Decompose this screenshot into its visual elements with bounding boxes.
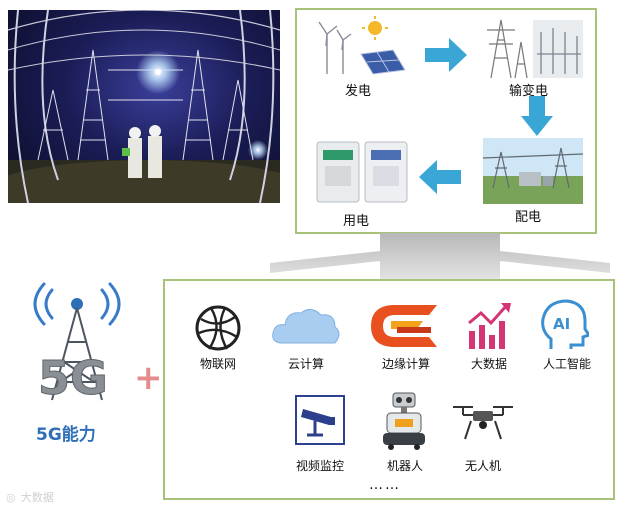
drone-icon [453, 406, 513, 440]
ai-head-icon: AI [541, 299, 589, 349]
robot-icon [383, 392, 425, 450]
arrow-left-icon [419, 160, 461, 194]
svg-text:5G: 5G [38, 351, 108, 405]
capability-cloud: 云计算 [287, 357, 324, 371]
electricity-meter-icon [316, 141, 408, 203]
label-generation: 发电 [345, 84, 372, 99]
cctv-camera-icon [295, 395, 345, 445]
wind-solar-icon [318, 16, 406, 75]
watermark: ◎ 大数据 [6, 486, 54, 505]
5g-tower-icon: 5G [33, 282, 121, 406]
capability-iot: 物联网 [199, 357, 236, 371]
globe-network-icon [195, 305, 241, 351]
watermark-logo-icon: ◎ [6, 491, 16, 504]
capability-video-surveillance: 视频监控 [295, 459, 344, 473]
capability-ai: 人工智能 [542, 357, 591, 371]
big-data-chart-icon [468, 303, 511, 349]
watermark-text: 大数据 [20, 491, 54, 504]
plus-icon: + [134, 358, 163, 398]
more-ellipsis: …… [369, 477, 401, 493]
capabilities-panel: 物联网 云计算 边缘计算 大数据 AI 人工智能 视频监控 [163, 279, 615, 500]
edge-computing-icon [371, 305, 437, 347]
distribution-substation-icon [483, 138, 583, 204]
cloud-icon [272, 309, 340, 344]
capability-edge-computing: 边缘计算 [381, 357, 430, 371]
label-distribution: 配电 [515, 210, 542, 225]
arrow-down-icon [521, 96, 553, 136]
substation-night-photo [8, 10, 280, 203]
svg-text:AI: AI [553, 315, 570, 333]
label-consumption: 用电 [343, 214, 370, 229]
capability-drone: 无人机 [464, 459, 501, 473]
five-g-capability-label: 5G能力 [36, 425, 96, 445]
arrow-right-icon [425, 38, 467, 72]
substation-photo-graphic [8, 10, 280, 203]
label-transmission: 输变电 [509, 84, 549, 99]
capability-robot: 机器人 [386, 459, 423, 473]
power-chain-panel: 发电 输变电 配电 [295, 8, 597, 234]
capability-big-data: 大数据 [470, 357, 507, 371]
transmission-tower-icon [487, 19, 583, 79]
up-arrow-connector [270, 233, 610, 281]
